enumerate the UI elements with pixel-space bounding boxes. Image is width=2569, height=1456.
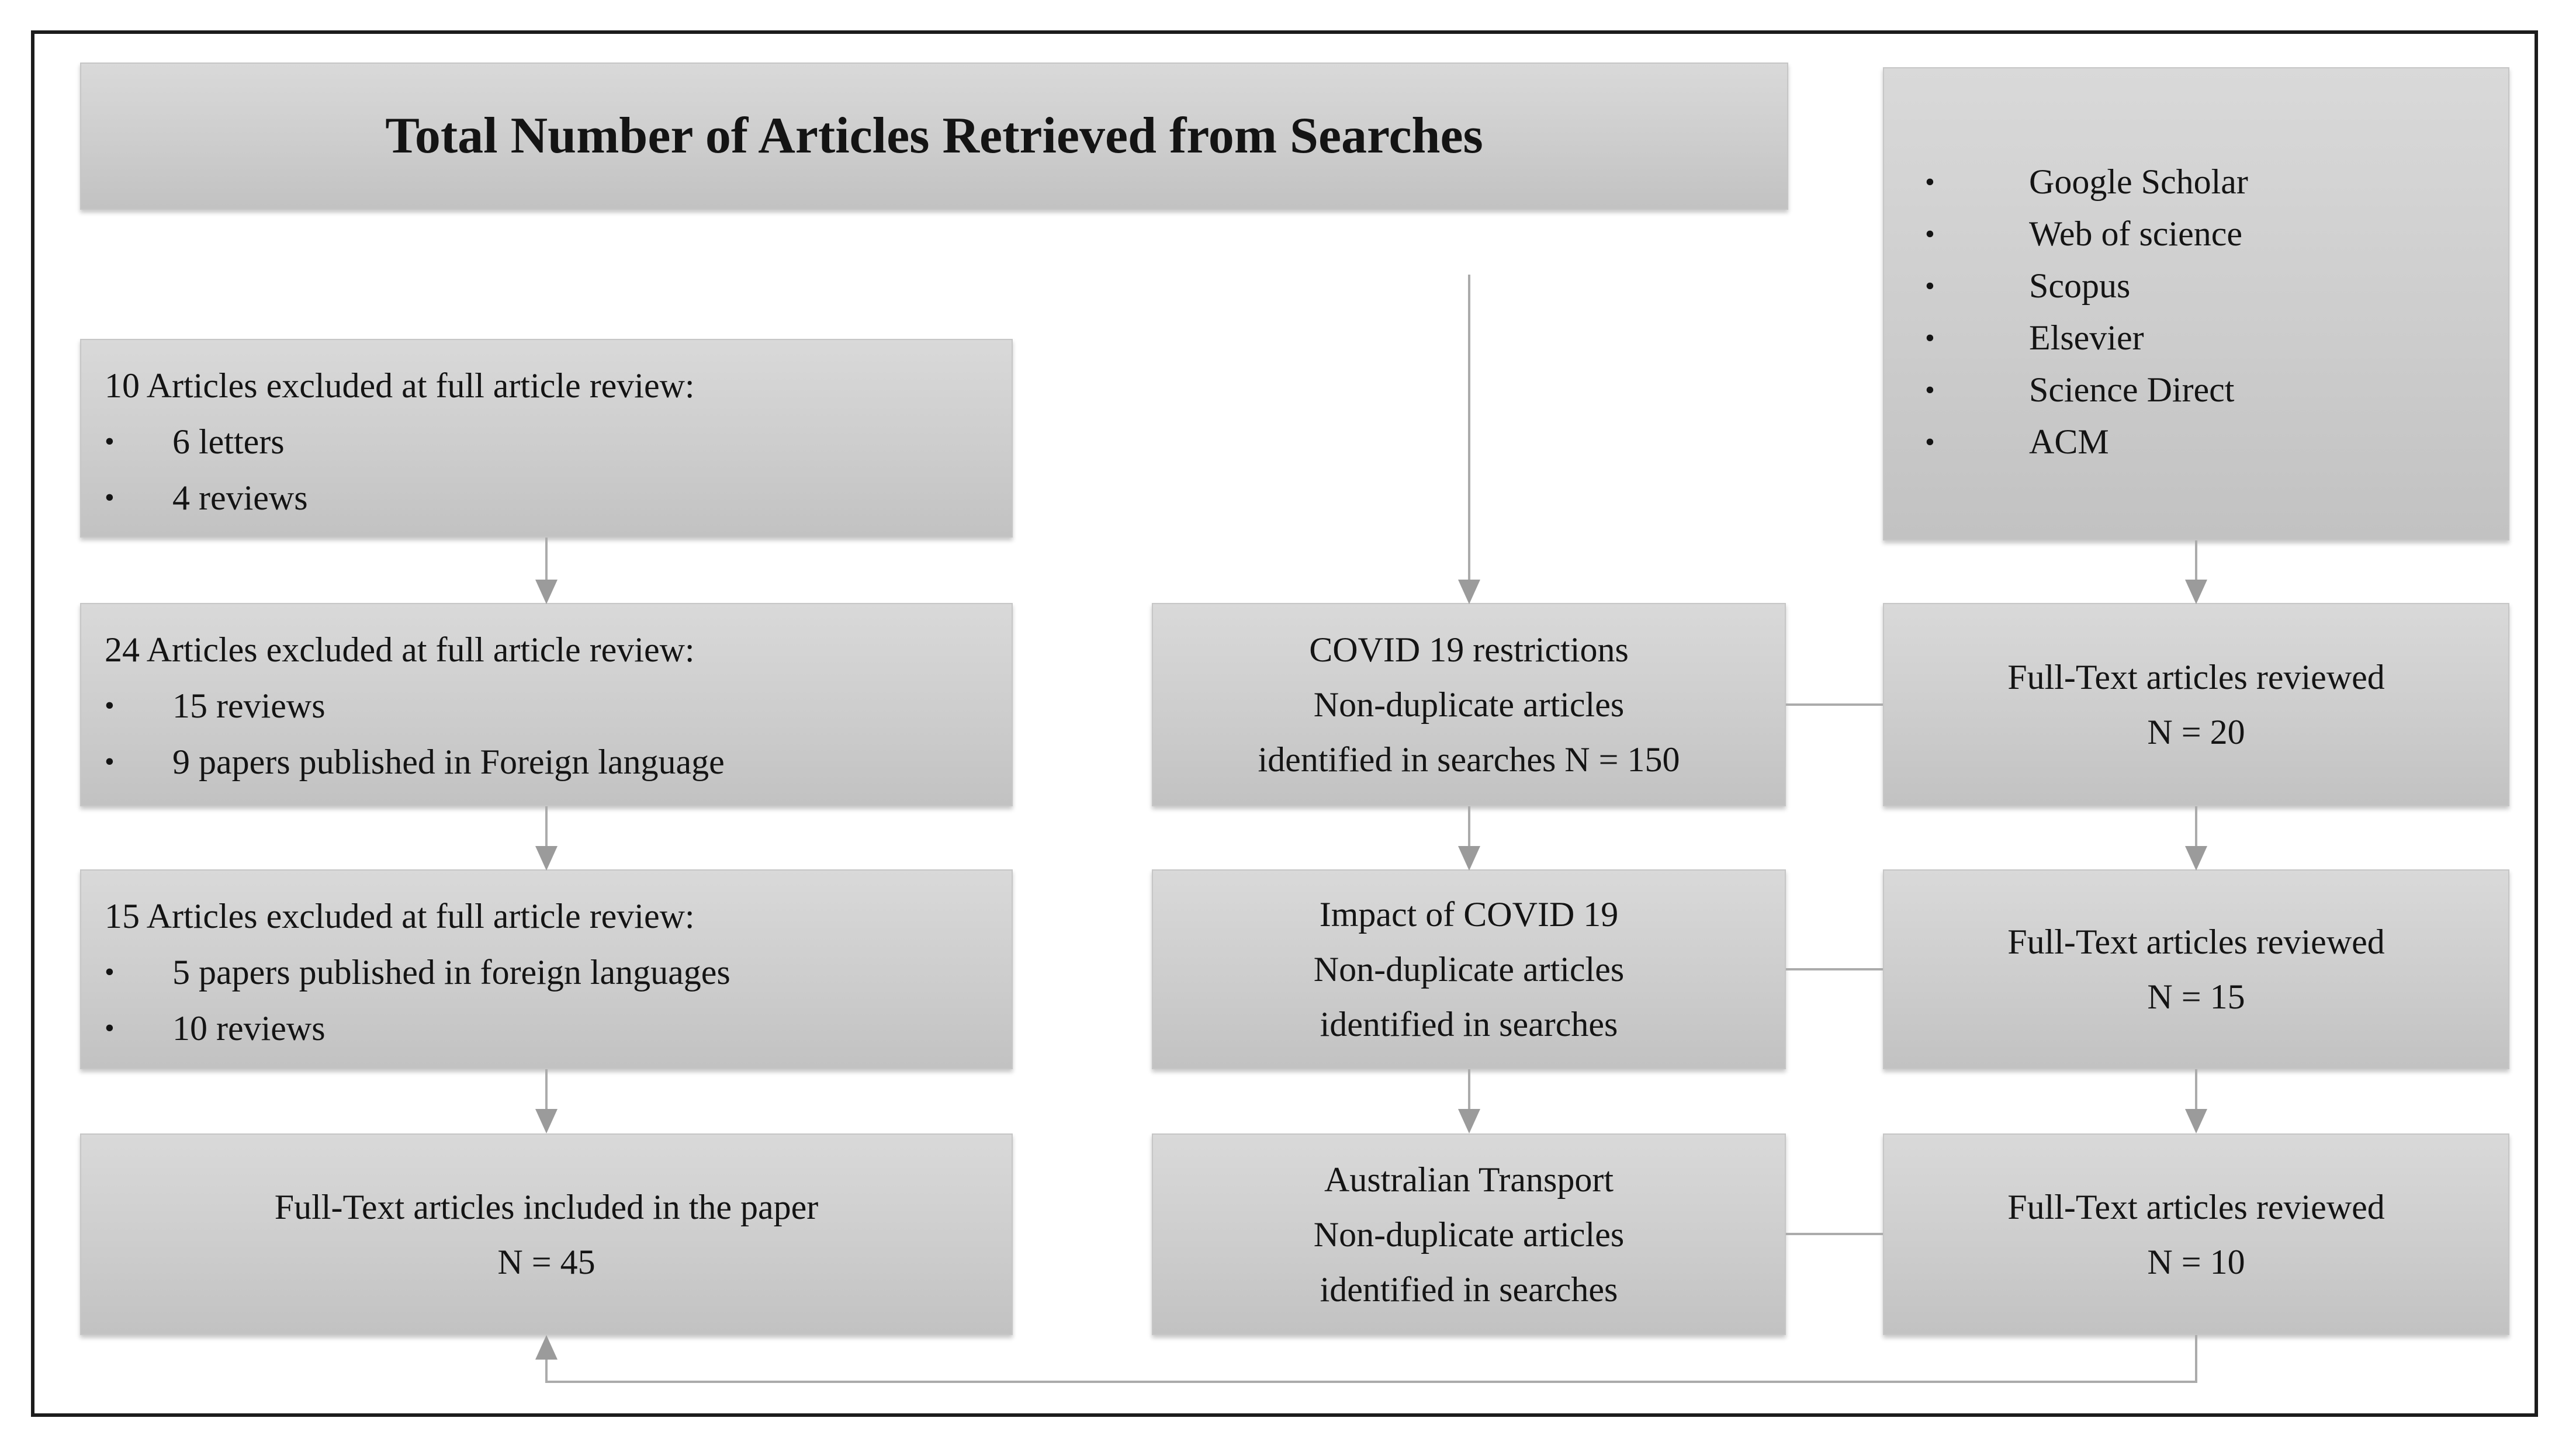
bullet-icon: • xyxy=(1925,219,1935,249)
bullet-icon: • xyxy=(105,956,115,987)
arrow-down-icon xyxy=(1458,1109,1480,1133)
sources-box: • Google Scholar • Web of science • Scop… xyxy=(1883,67,2509,540)
search-box-line3: identified in searches xyxy=(1320,1005,1618,1044)
excluded-box-1-bullet-1: • 6 letters xyxy=(105,414,988,470)
excluded-bullet-label: 9 papers published in Foreign language xyxy=(172,743,725,781)
source-item-label: Scopus xyxy=(2029,266,2131,305)
link-search-3-to-reviewed-3 xyxy=(1786,1233,1883,1235)
excluded-box-2-bullet-2: • 9 papers published in Foreign language xyxy=(105,734,988,790)
excluded-box-2-heading: 24 Articles excluded at full article rev… xyxy=(105,630,695,669)
excluded-box-2-bullet-1: • 15 reviews xyxy=(105,678,988,734)
included-box: Full-Text articles included in the paper… xyxy=(80,1133,1013,1335)
reviewed-box-count: N = 15 xyxy=(2147,977,2245,1016)
source-item-elsevier: • Elsevier xyxy=(1925,312,2508,364)
connector-title-to-search-1 xyxy=(1468,275,1470,580)
arrow-down-icon xyxy=(535,1109,558,1133)
excluded-bullet-label: 5 papers published in foreign languages xyxy=(172,953,730,992)
source-item-label: Google Scholar xyxy=(2029,162,2248,201)
source-item-scopus: • Scopus xyxy=(1925,260,2508,312)
title-box: Total Number of Articles Retrieved from … xyxy=(80,63,1788,210)
connector-excluded-2-to-3 xyxy=(545,806,548,846)
source-item-science-direct: • Science Direct xyxy=(1925,364,2508,416)
source-item-acm: • ACM xyxy=(1925,416,2508,468)
source-item-google-scholar: • Google Scholar xyxy=(1925,156,2508,208)
connector-reviewed-2-to-3 xyxy=(2195,1069,2197,1109)
search-box-australian-transport: Australian Transport Non-duplicate artic… xyxy=(1152,1133,1786,1335)
source-item-web-of-science: • Web of science xyxy=(1925,208,2508,260)
link-search-1-to-reviewed-1 xyxy=(1786,703,1883,706)
arrow-up-icon xyxy=(535,1335,558,1360)
reviewed-box-line1: Full-Text articles reviewed xyxy=(2007,658,2385,696)
link-search-2-to-reviewed-2 xyxy=(1786,968,1883,970)
bullet-icon: • xyxy=(1925,167,1935,197)
included-box-line1: Full-Text articles included in the paper xyxy=(274,1187,819,1226)
bullet-icon: • xyxy=(1925,375,1935,405)
excluded-box-1: 10 Articles excluded at full article rev… xyxy=(80,339,1013,538)
reviewed-box-2: Full-Text articles reviewed N = 15 xyxy=(1883,869,2509,1069)
bullet-icon: • xyxy=(1925,271,1935,301)
excluded-box-3-bullet-1: • 5 papers published in foreign language… xyxy=(105,944,988,1000)
arrow-down-icon xyxy=(1458,846,1480,871)
bullet-icon: • xyxy=(105,1013,115,1044)
arrow-down-icon xyxy=(2185,846,2207,871)
source-item-label: Science Direct xyxy=(2029,370,2235,409)
excluded-bullet-label: 15 reviews xyxy=(172,687,326,725)
search-box-line2: Non-duplicate articles xyxy=(1313,685,1625,724)
connector-search-1-to-2 xyxy=(1468,806,1470,846)
title-box-label: Total Number of Articles Retrieved from … xyxy=(385,108,1483,164)
source-item-label: ACM xyxy=(2029,422,2109,461)
source-item-label: Web of science xyxy=(2029,214,2242,253)
included-box-count: N = 45 xyxy=(497,1242,595,1281)
arrow-down-icon xyxy=(2185,580,2207,604)
reviewed-box-1: Full-Text articles reviewed N = 20 xyxy=(1883,603,2509,806)
feedback-line-horizontal xyxy=(545,1381,2197,1383)
search-box-covid-restrictions: COVID 19 restrictions Non-duplicate arti… xyxy=(1152,603,1786,806)
search-box-line2: Non-duplicate articles xyxy=(1313,1215,1625,1254)
arrow-down-icon xyxy=(2185,1109,2207,1133)
arrow-down-icon xyxy=(1458,580,1480,604)
search-box-line2: Non-duplicate articles xyxy=(1313,950,1625,989)
reviewed-box-count: N = 10 xyxy=(2147,1242,2245,1281)
connector-search-2-to-3 xyxy=(1468,1069,1470,1109)
connector-excluded-3-to-included xyxy=(545,1069,548,1109)
excluded-box-2: 24 Articles excluded at full article rev… xyxy=(80,603,1013,806)
excluded-box-1-bullet-2: • 4 reviews xyxy=(105,470,988,526)
bullet-icon: • xyxy=(1925,323,1935,353)
bullet-icon: • xyxy=(105,482,115,513)
arrow-down-icon xyxy=(535,580,558,604)
bullet-icon: • xyxy=(105,690,115,721)
connector-sources-to-reviewed-1 xyxy=(2195,540,2197,580)
arrow-down-icon xyxy=(535,846,558,871)
excluded-bullet-label: 10 reviews xyxy=(172,1009,326,1048)
excluded-box-1-heading: 10 Articles excluded at full article rev… xyxy=(105,366,695,405)
connector-reviewed-1-to-2 xyxy=(2195,806,2197,846)
excluded-bullet-label: 4 reviews xyxy=(172,479,308,517)
reviewed-box-line1: Full-Text articles reviewed xyxy=(2007,1187,2385,1226)
search-box-line3: identified in searches N = 150 xyxy=(1258,740,1680,779)
search-box-line3: identified in searches xyxy=(1320,1270,1618,1309)
excluded-bullet-label: 6 letters xyxy=(172,422,285,461)
search-box-impact-covid: Impact of COVID 19 Non-duplicate article… xyxy=(1152,869,1786,1069)
bullet-icon: • xyxy=(105,746,115,777)
reviewed-box-line1: Full-Text articles reviewed xyxy=(2007,923,2385,961)
search-box-line1: Impact of COVID 19 xyxy=(1319,895,1619,934)
feedback-line-vertical-right xyxy=(2195,1335,2197,1382)
reviewed-box-3: Full-Text articles reviewed N = 10 xyxy=(1883,1133,2509,1335)
excluded-box-3-heading: 15 Articles excluded at full article rev… xyxy=(105,897,695,935)
source-item-label: Elsevier xyxy=(2029,318,2144,357)
feedback-line-vertical-left xyxy=(545,1358,548,1382)
search-box-line1: COVID 19 restrictions xyxy=(1309,630,1629,669)
connector-excluded-1-to-2 xyxy=(545,538,548,580)
excluded-box-3: 15 Articles excluded at full article rev… xyxy=(80,869,1013,1069)
bullet-icon: • xyxy=(105,426,115,457)
excluded-box-3-bullet-2: • 10 reviews xyxy=(105,1000,988,1056)
bullet-icon: • xyxy=(1925,427,1935,457)
search-box-line1: Australian Transport xyxy=(1324,1160,1614,1199)
reviewed-box-count: N = 20 xyxy=(2147,713,2245,751)
